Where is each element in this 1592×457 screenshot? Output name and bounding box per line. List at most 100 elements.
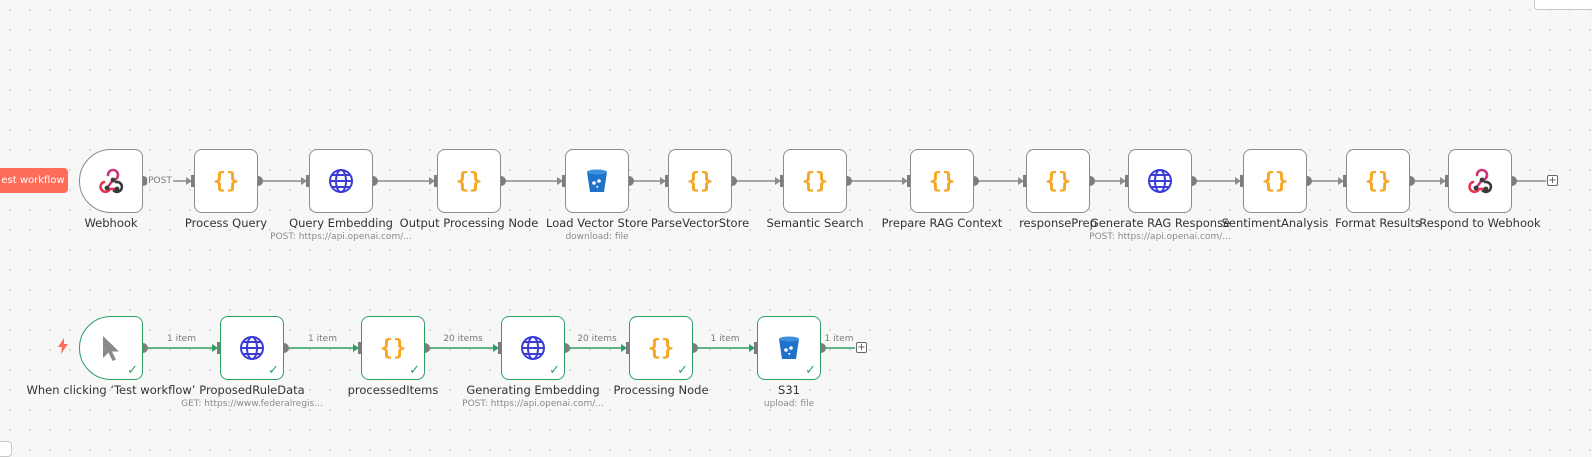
node-subtitle: upload: file [763,399,815,409]
node-label: Prepare RAG Context [881,216,1003,230]
node-format-results[interactable]: {} [1346,149,1410,213]
node-label: ProposedRuleData [199,383,305,397]
arrow-head [749,344,755,352]
node-label: Processing Node [613,383,709,397]
node-subtitle: POST: https://api.openai.com/... [270,232,412,242]
code-icon: {} [454,166,484,196]
globe-icon [518,333,548,363]
node-generating-embedding[interactable]: ✓ [501,316,565,380]
node-s31[interactable]: ✓ [757,316,821,380]
arrow-head [660,177,666,185]
node-processeditems[interactable]: {}✓ [361,316,425,380]
arrow-head [186,177,192,185]
svg-text:{}: {} [1262,169,1289,194]
node-subtitle: GET: https://www.federalregis... [181,399,323,409]
webhook-icon [96,166,126,196]
arrow-head [1440,177,1446,185]
node-generate-rag-response[interactable] [1128,149,1192,213]
node-label: Load Vector Store [546,216,648,230]
node-label: SentimentAnalysis [1221,216,1329,230]
success-check-icon: ✓ [805,363,816,378]
node-load-vector-store[interactable] [565,149,629,213]
node-label: ParseVectorStore [650,216,750,230]
globe-icon [326,166,356,196]
arrow-head [621,344,627,352]
add-node-button[interactable]: + [1547,175,1558,186]
svg-text:{}: {} [1045,169,1072,194]
code-icon: {} [685,166,715,196]
globe-icon [237,333,267,363]
node-label: S31 [778,383,800,397]
test-workflow-label: est workflow [1,175,65,186]
webhook-icon [1465,166,1495,196]
arrow-head [1235,177,1241,185]
node-sentimentanalysis[interactable]: {} [1243,149,1307,213]
arrow-head [775,177,781,185]
edge-label: 20 items [577,334,617,344]
node-subtitle: download: file [565,232,629,242]
node-semantic-search[interactable]: {} [783,149,847,213]
node-query-embedding[interactable] [309,149,373,213]
svg-text:{}: {} [648,336,675,361]
node-responseprep[interactable]: {} [1026,149,1090,213]
test-workflow-button[interactable]: est workflow [0,168,68,193]
node-label: Output Processing Node [399,216,539,230]
arrow-head [557,177,563,185]
panel-edge-left [0,441,12,457]
bucket-icon [582,166,612,196]
arrow-head [1120,177,1126,185]
arrow-head [353,344,359,352]
node-label: Format Results [1335,216,1421,230]
arrow-head [1018,177,1024,185]
code-icon: {} [1260,166,1290,196]
panel-edge [1534,0,1592,10]
node-output-processing-node[interactable]: {} [437,149,501,213]
svg-text:{}: {} [213,169,240,194]
code-icon: {} [646,333,676,363]
node-subtitle: POST: https://api.openai.com/... [1089,232,1231,242]
node-process-query[interactable]: {} [194,149,258,213]
node-subtitle: POST: https://api.openai.com/... [462,399,604,409]
code-icon: {} [800,166,830,196]
node-prepare-rag-context[interactable]: {} [910,149,974,213]
arrow-head [301,177,307,185]
node-label: Respond to Webhook [1419,216,1541,230]
node-label: Webhook [84,216,138,230]
edge-label: 20 items [443,334,483,344]
node-label: When clicking ‘Test workflow’ [26,383,196,397]
arrow-head [429,177,435,185]
svg-text:{}: {} [929,169,956,194]
node-label: Process Query [184,216,268,230]
edge-label: POST [147,176,173,186]
edge-label: 1 item [167,334,196,344]
arrow-head [1338,177,1344,185]
globe-icon [1145,166,1175,196]
node-respond-to-webhook[interactable] [1448,149,1512,213]
code-icon: {} [1363,166,1393,196]
svg-text:{}: {} [687,169,714,194]
node-processing-node[interactable]: {}✓ [629,316,693,380]
node-proposedruledata[interactable]: ✓ [220,316,284,380]
node-when-clicking-test-workflow[interactable]: ✓ [79,316,143,380]
bucket-icon [774,333,804,363]
svg-text:{}: {} [456,169,483,194]
success-check-icon: ✓ [549,363,560,378]
svg-text:{}: {} [380,336,407,361]
node-webhook[interactable] [79,149,143,213]
success-check-icon: ✓ [409,363,420,378]
node-label: responsePrep [1019,216,1097,230]
node-label: Generate RAG Response [1089,216,1231,230]
svg-text:{}: {} [1365,169,1392,194]
arrow-head [212,344,218,352]
node-parsevectorstore[interactable]: {} [668,149,732,213]
add-node-button[interactable]: + [856,342,867,353]
code-icon: {} [1043,166,1073,196]
trigger-bolt-icon [58,338,68,358]
edge-label: 1 item [710,334,740,344]
code-icon: {} [378,333,408,363]
node-label: Query Embedding [289,216,393,230]
svg-text:{}: {} [802,169,829,194]
edge-label: 1 item [308,334,337,344]
success-check-icon: ✓ [127,363,138,378]
